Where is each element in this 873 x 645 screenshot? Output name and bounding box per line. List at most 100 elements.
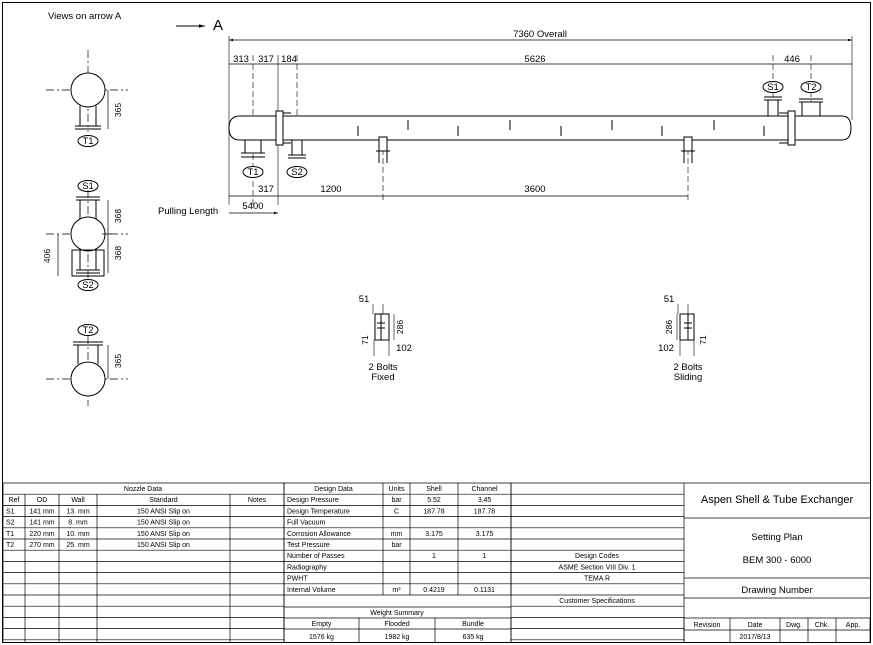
s-end-view: S1 368 368 406 S2 xyxy=(42,180,128,291)
weight-value: 1982 kg xyxy=(385,634,410,641)
exchanger-elevation: 7360 Overall 313 317 184 5626 446 T1 xyxy=(158,29,853,217)
elev-t2-label: T2 xyxy=(805,82,816,93)
design-cell: Test Pressure xyxy=(287,542,330,549)
title-block-header: Chk. xyxy=(815,622,829,629)
nozzle-cell: 141 mm xyxy=(29,520,54,527)
nozzle-cell: 150 ANSI Slip on xyxy=(137,508,190,515)
design-cell: 187.78 xyxy=(474,508,496,515)
dim-317-top: 317 xyxy=(258,54,274,65)
title-block-header: Revision xyxy=(694,622,721,629)
weight-header: Empty xyxy=(312,621,332,628)
design-cell: Full Vacuum xyxy=(287,520,326,527)
company-title: Aspen Shell & Tube Exchanger xyxy=(701,494,854,506)
dim-184: 184 xyxy=(281,54,297,65)
exchanger-model: BEM 300 - 6000 xyxy=(743,555,812,566)
s1-view-label: S1 xyxy=(82,181,94,192)
s-view-left-dim: 406 xyxy=(42,249,52,263)
design-header: Design Data xyxy=(314,486,353,493)
design-cell: Corrosion Allowance xyxy=(287,531,351,538)
drawing-date: 2017/8/13 xyxy=(739,634,770,641)
nozzle-cell: 220 mm xyxy=(29,531,54,538)
nozzle-header: Wall xyxy=(71,497,85,504)
dim-317-bottom: 317 xyxy=(258,184,274,195)
design-cell: Internal Volume xyxy=(287,587,336,594)
t2-end-view: T2 365 xyxy=(46,324,128,406)
nozzle-cell: T1 xyxy=(6,531,14,538)
weight-header: Flooded xyxy=(384,621,409,628)
title-block-header: App. xyxy=(846,622,860,629)
nozzle-table-title: Nozzle Data xyxy=(124,486,162,493)
design-header: Channel xyxy=(471,486,498,493)
dim-446: 446 xyxy=(784,54,800,65)
design-cell: PWHT xyxy=(287,576,308,583)
svg-text:51: 51 xyxy=(359,294,370,305)
weight-header: Bundle xyxy=(462,621,484,628)
nozzle-cell: 25. mm xyxy=(66,542,90,549)
design-header: Units xyxy=(389,486,405,493)
design-cell: 0.4219 xyxy=(423,587,445,594)
design-cell: 1 xyxy=(483,553,487,560)
design-cell: 3.175 xyxy=(476,531,494,538)
fixed-saddle-bolts: 2 Bolts xyxy=(368,362,397,373)
t2-view-height: 365 xyxy=(113,354,123,368)
sliding-saddle-detail: 51 286 71 102 2 Bolts Sliding xyxy=(658,294,708,383)
dim-5626: 5626 xyxy=(524,54,545,65)
t1-end-view: 365 T1 xyxy=(46,50,128,147)
overall-length: 7360 Overall xyxy=(513,29,567,40)
nozzle-cell: 8. mm xyxy=(68,520,88,527)
t1-view-label: T1 xyxy=(82,136,93,147)
t1-view-height: 365 xyxy=(113,103,123,117)
s2-view-label: S2 xyxy=(82,280,94,291)
weight-value: 1576 kg xyxy=(309,634,334,641)
design-cell: bar xyxy=(391,497,402,504)
weight-title: Weight Summary xyxy=(370,610,424,617)
nozzle-cell: 150 ANSI Slip on xyxy=(137,531,190,538)
pulling-length-value: 5400 xyxy=(242,201,263,212)
elev-s1-label: S1 xyxy=(767,82,779,93)
nozzle-header: Ref xyxy=(9,497,20,504)
drawing-number-label: Drawing Number xyxy=(741,585,812,596)
nozzle-header: Standard xyxy=(149,497,178,504)
nozzle-cell: 150 ANSI Slip on xyxy=(137,520,190,527)
drawing-title: Setting Plan xyxy=(751,532,802,543)
design-cell: m³ xyxy=(392,587,401,594)
nozzle-cell: 10. mm xyxy=(66,531,90,538)
sliding-saddle-type: Sliding xyxy=(674,372,703,383)
design-header: Shell xyxy=(426,486,442,493)
weight-value: 635 kg xyxy=(462,634,483,641)
svg-text:71: 71 xyxy=(360,335,370,345)
t2-view-label: T2 xyxy=(82,325,93,336)
nozzle-cell: S1 xyxy=(6,508,15,515)
design-cell: Radiography xyxy=(287,564,327,571)
design-cell: 1 xyxy=(432,553,436,560)
svg-text:102: 102 xyxy=(396,343,412,354)
design-code-tema: TEMA R xyxy=(584,576,610,583)
title-block-header: Date xyxy=(748,622,763,629)
svg-text:286: 286 xyxy=(664,320,674,334)
nozzle-cell: T2 xyxy=(6,542,14,549)
dim-313: 313 xyxy=(233,54,249,65)
nozzle-cell: S2 xyxy=(6,520,15,527)
dim-3600: 3600 xyxy=(524,184,545,195)
design-cell: bar xyxy=(391,542,402,549)
design-cell: 187.78 xyxy=(423,508,445,515)
design-cell: 5.52 xyxy=(427,497,441,504)
svg-text:51: 51 xyxy=(664,294,675,305)
view-arrow-letter: A xyxy=(213,17,223,34)
design-code-asme: ASME Section VIII Div. 1 xyxy=(559,564,636,571)
design-cell: Number of Passes xyxy=(287,553,345,560)
design-cell: C xyxy=(394,508,399,515)
design-cell: 0.1131 xyxy=(474,587,495,594)
nozzle-cell: 270 mm xyxy=(29,542,54,549)
svg-text:286: 286 xyxy=(395,320,405,334)
nozzle-cell: 141 mm xyxy=(29,508,54,515)
nozzle-header: Notes xyxy=(248,497,267,504)
design-codes-title: Design Codes xyxy=(575,553,619,560)
design-cell: 3.45 xyxy=(478,497,492,504)
views-caption: Views on arrow A xyxy=(48,11,122,22)
title-block-header: Dwg. xyxy=(786,622,802,629)
design-cell: 3.175 xyxy=(425,531,443,538)
pulling-length-label: Pulling Length xyxy=(158,206,218,217)
